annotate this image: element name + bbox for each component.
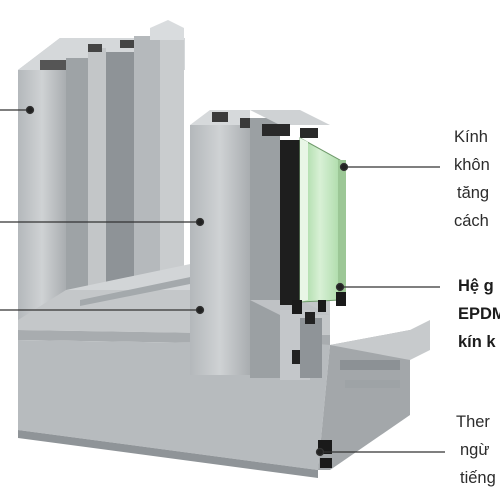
sash-vertical [190,110,280,378]
sash-top-rail [250,110,330,138]
callout-track: Ther ngừ tiếng [456,408,496,492]
callout-gasket-line-3: kín k [458,333,496,351]
epdm-gaskets [292,292,346,314]
callout-gasket-line-1: Hệ g [458,277,494,295]
glass-pane [280,137,346,305]
outer-frame-vertical [18,20,185,330]
callout-track-line-2: ngừ [460,441,490,459]
callout-track-line-1: Ther [456,413,490,431]
leader-lines [0,105,445,457]
sash-bottom-rail [250,300,330,380]
callout-gasket: Hệ g EPDM kín k [458,272,500,356]
callout-glass-line-2: khôn [454,156,490,174]
callout-glass: Kính khôn tăng cách [454,123,490,235]
callout-glass-line-1: Kính [454,128,488,146]
callout-gasket-line-2: EPDM [458,305,500,323]
callout-glass-line-3: tăng [457,184,490,202]
callout-track-line-3: tiếng [460,469,496,487]
callout-glass-line-4: cách [454,212,489,230]
